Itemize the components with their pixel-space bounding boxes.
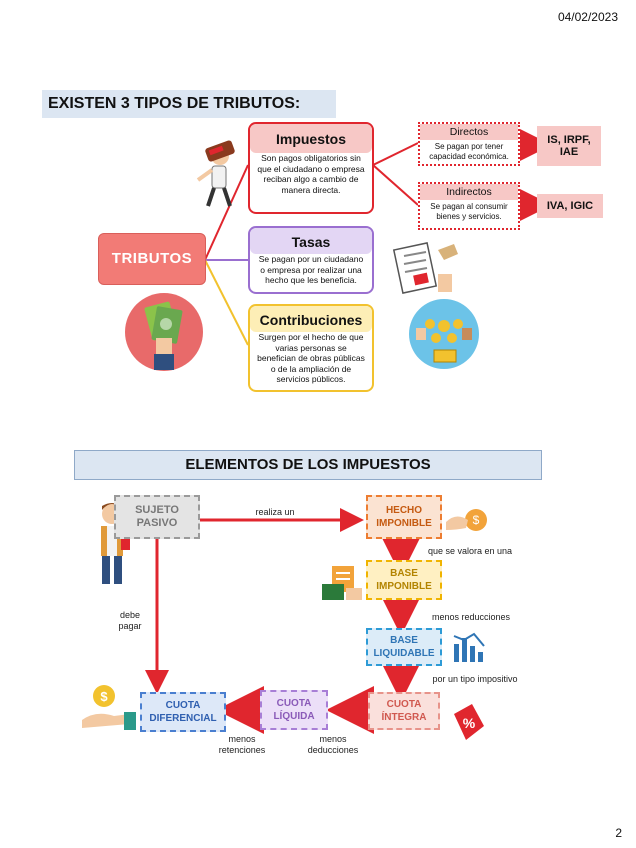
sujeto-pasivo-box: SUJETO PASIVO (114, 495, 200, 539)
cuota-integra-box: CUOTA ÍNTEGRA (368, 692, 440, 730)
label-retenciones: menos retenciones (218, 734, 266, 755)
section-title-elementos: ELEMENTOS DE LOS IMPUESTOS (74, 450, 542, 480)
indirectos-title: Indirectos (420, 184, 518, 200)
svg-text:%: % (463, 715, 476, 731)
cuota-liquida-box: CUOTA LÍQUIDA (260, 690, 328, 730)
label-tipo: por un tipo impositivo (432, 674, 518, 684)
tributos-box: TRIBUTOS (98, 233, 206, 285)
tasas-desc: Se pagan por un ciudadano o empresa por … (258, 254, 364, 285)
svg-text:$: $ (100, 689, 108, 704)
tax-document-icon (392, 242, 458, 294)
page-date: 04/02/2023 (557, 10, 618, 24)
label-valora: que se valora en una (427, 546, 513, 556)
impuestos-card: Impuestos Son pagos obligatorios sin que… (248, 122, 374, 214)
svg-text:$: $ (473, 513, 480, 527)
impuestos-title: Impuestos (250, 124, 372, 153)
label-debe-pagar: debe pagar (118, 610, 142, 631)
contribuciones-desc: Surgen por el hecho de que varias person… (257, 332, 365, 384)
coin-hand-icon: $ (446, 509, 487, 531)
section-title-tributos: EXISTEN 3 TIPOS DE TRIBUTOS: (42, 90, 336, 118)
contribuciones-card: Contribuciones Surgen por el hecho de qu… (248, 304, 374, 392)
impuestos-desc: Son pagos obligatorios sin que el ciudad… (257, 153, 365, 195)
directos-examples: IS, IRPF, IAE (537, 126, 601, 166)
percent-tag-icon: % (454, 704, 484, 740)
payment-hand-icon: $ (82, 685, 136, 730)
coins-hands-icon (409, 299, 479, 369)
invoice-hand-icon (322, 566, 362, 600)
page-number: 2 (615, 826, 622, 840)
indirectos-desc: Se pagan al consumir bienes y servicios. (430, 202, 508, 221)
bar-chart-icon (453, 632, 485, 662)
label-reducciones: menos reducciones (431, 612, 511, 622)
tasas-card: Tasas Se pagan por un ciudadano o empres… (248, 226, 374, 294)
base-imponible-box: BASE IMPONIBLE (366, 560, 442, 600)
hecho-imponible-box: HECHO IMPONIBLE (366, 495, 442, 539)
cuota-diferencial-box: CUOTA DIFERENCIAL (140, 692, 226, 732)
directos-title: Directos (420, 124, 518, 140)
tax-man-icon (196, 140, 235, 207)
indirectos-box: Indirectos Se pagan al consumir bienes y… (418, 182, 520, 230)
directos-box: Directos Se pagan por tener capacidad ec… (418, 122, 520, 166)
base-liquidable-box: BASE LIQUIDABLE (366, 628, 442, 666)
money-hand-icon (125, 293, 203, 371)
directos-desc: Se pagan por tener capacidad económica. (429, 142, 509, 161)
label-realiza: realiza un (255, 507, 295, 517)
contribuciones-title: Contribuciones (250, 306, 372, 332)
tasas-title: Tasas (250, 228, 372, 254)
indirectos-examples: IVA, IGIC (537, 194, 603, 218)
label-deducciones: menos deducciones (307, 734, 359, 755)
